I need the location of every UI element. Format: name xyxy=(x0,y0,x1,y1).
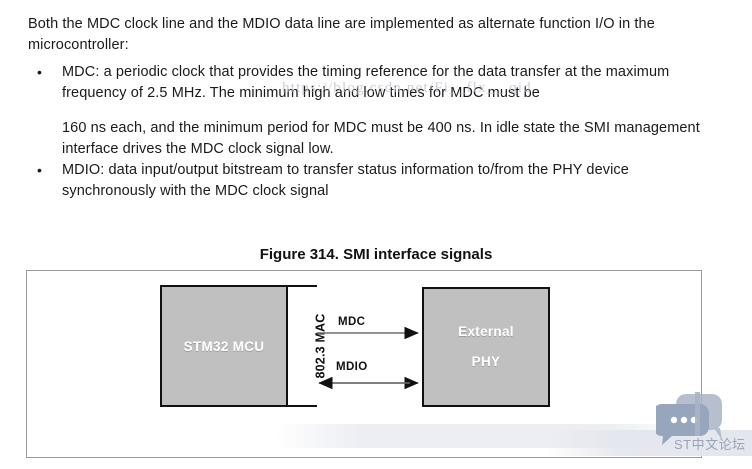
external-phy-block: External PHY xyxy=(422,287,550,407)
mac-strip: 802.3 MAC xyxy=(288,287,354,405)
bullet-continuation-mdc: 160 ns each, and the minimum period for … xyxy=(62,120,700,157)
external-phy-label-line1: External xyxy=(458,324,514,339)
bullet-text-mdio: MDIO: data input/output bitstream to tra… xyxy=(62,162,629,199)
external-phy-label-line2: PHY xyxy=(471,354,501,369)
figure-caption: Figure 314. SMI interface signals xyxy=(259,246,493,263)
paragraph-spacer xyxy=(28,104,718,118)
stm32-mcu-block: STM32 MCU 802.3 MAC xyxy=(160,285,354,407)
stm32-mcu-label: STM32 MCU xyxy=(183,338,265,354)
signal-label-mdio: MDIO xyxy=(336,361,368,373)
body-copy: Both the MDC clock line and the MDIO dat… xyxy=(28,14,718,202)
intro-paragraph: Both the MDC clock line and the MDIO dat… xyxy=(28,16,655,53)
bullet-marker-icon: • xyxy=(37,162,42,178)
signal-label-mdc: MDC xyxy=(338,316,366,328)
bullet-text-mdc: MDC: a periodic clock that provides the … xyxy=(62,64,670,101)
bullet-marker-icon: • xyxy=(37,64,42,80)
list-item: • MDC: a periodic clock that provides th… xyxy=(28,62,718,104)
stm32-mcu-body: STM32 MCU xyxy=(162,287,288,405)
list-item: • MDIO: data input/output bitstream to t… xyxy=(28,160,718,202)
mac-label: 802.3 MAC xyxy=(313,313,328,379)
